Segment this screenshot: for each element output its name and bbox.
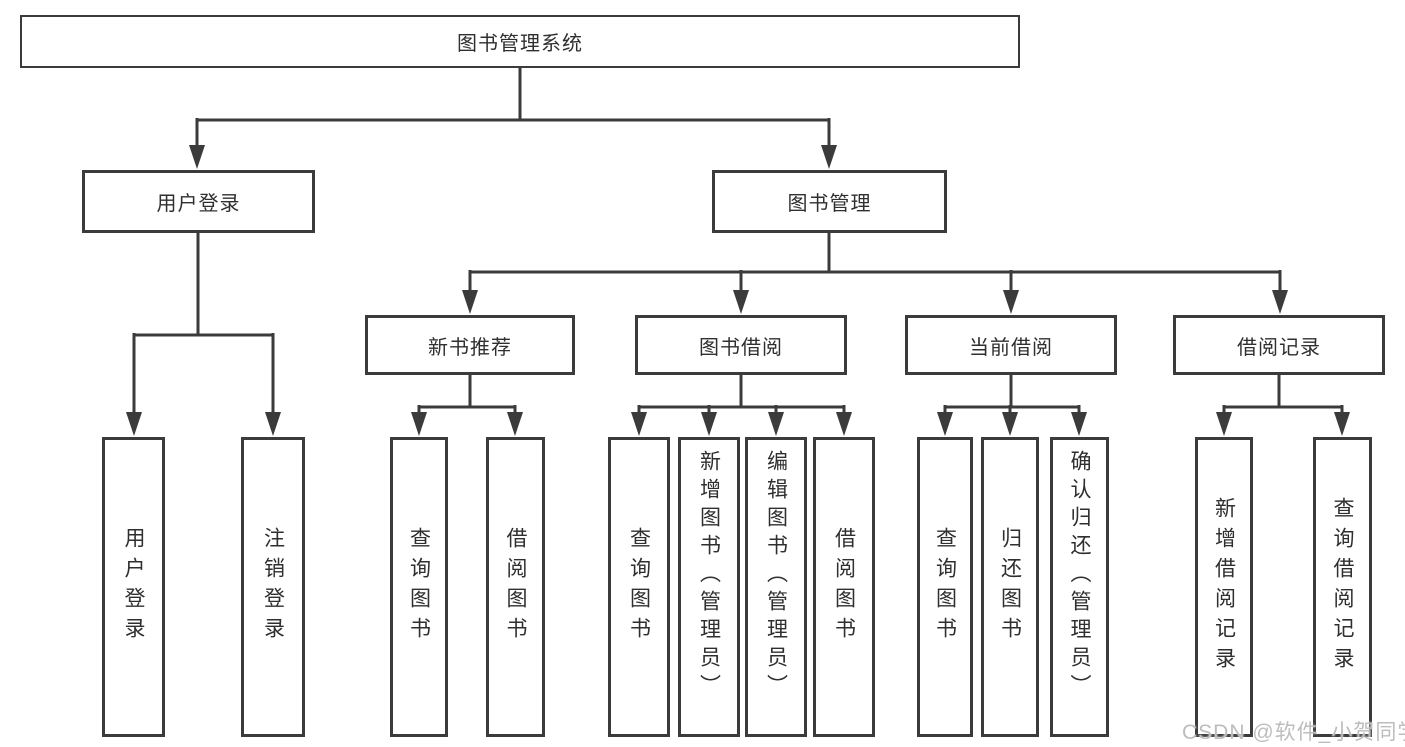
node-label: 确认归还（管理员）	[1068, 450, 1091, 702]
node-label: 借阅记录	[1237, 336, 1321, 359]
node-label: 归还图书	[998, 527, 1022, 647]
node-label: 图书管理	[787, 193, 872, 215]
node-label: 查询图书	[407, 527, 431, 647]
leaf-return-book: 归还图书	[981, 437, 1039, 737]
node-book-management: 图书管理	[712, 170, 947, 233]
node-borrowing-records: 借阅记录	[1173, 315, 1385, 375]
node-label: 图书管理系统	[457, 33, 583, 55]
node-label: 借阅图书	[832, 527, 856, 647]
node-label: 新增借阅记录	[1212, 497, 1236, 677]
leaf-confirm-return-admin: 确认归还（管理员）	[1050, 437, 1109, 737]
leaf-query-books-current: 查询图书	[917, 437, 973, 737]
node-user-login: 用户登录	[82, 170, 315, 233]
node-label: 查询图书	[627, 527, 651, 647]
node-label: 当前借阅	[969, 336, 1053, 359]
leaf-query-books-borrowing: 查询图书	[608, 437, 670, 737]
leaf-add-book-admin: 新增图书（管理员）	[678, 437, 740, 737]
node-label: 新增图书（管理员）	[697, 450, 721, 702]
leaf-query-books-recommend: 查询图书	[390, 437, 448, 737]
node-label: 新书推荐	[428, 336, 512, 359]
leaf-borrow-books-recommend: 借阅图书	[486, 437, 545, 737]
node-label: 查询图书	[933, 527, 957, 647]
csdn-watermark: CSDN @软件_小贺同学	[1182, 721, 1405, 744]
node-label: 借阅图书	[504, 527, 527, 647]
node-label: 图书借阅	[699, 336, 783, 359]
node-label: 编辑图书（管理员）	[764, 450, 788, 702]
node-label: 查询借阅记录	[1331, 497, 1354, 677]
leaf-logout: 注销登录	[241, 437, 305, 737]
node-label: 用户登录	[156, 193, 241, 215]
node-label: 用户登录	[122, 527, 145, 647]
leaf-query-borrow-record: 查询借阅记录	[1313, 437, 1372, 737]
node-label: 注销登录	[261, 527, 285, 647]
node-library-management-system: 图书管理系统	[20, 15, 1020, 68]
node-book-borrowing: 图书借阅	[635, 315, 847, 375]
leaf-user-login: 用户登录	[102, 437, 165, 737]
leaf-borrow-books: 借阅图书	[813, 437, 875, 737]
leaf-add-borrow-record: 新增借阅记录	[1195, 437, 1253, 737]
leaf-edit-book-admin: 编辑图书（管理员）	[745, 437, 807, 737]
node-new-book-recommendation: 新书推荐	[365, 315, 575, 375]
node-current-borrowing: 当前借阅	[905, 315, 1117, 375]
